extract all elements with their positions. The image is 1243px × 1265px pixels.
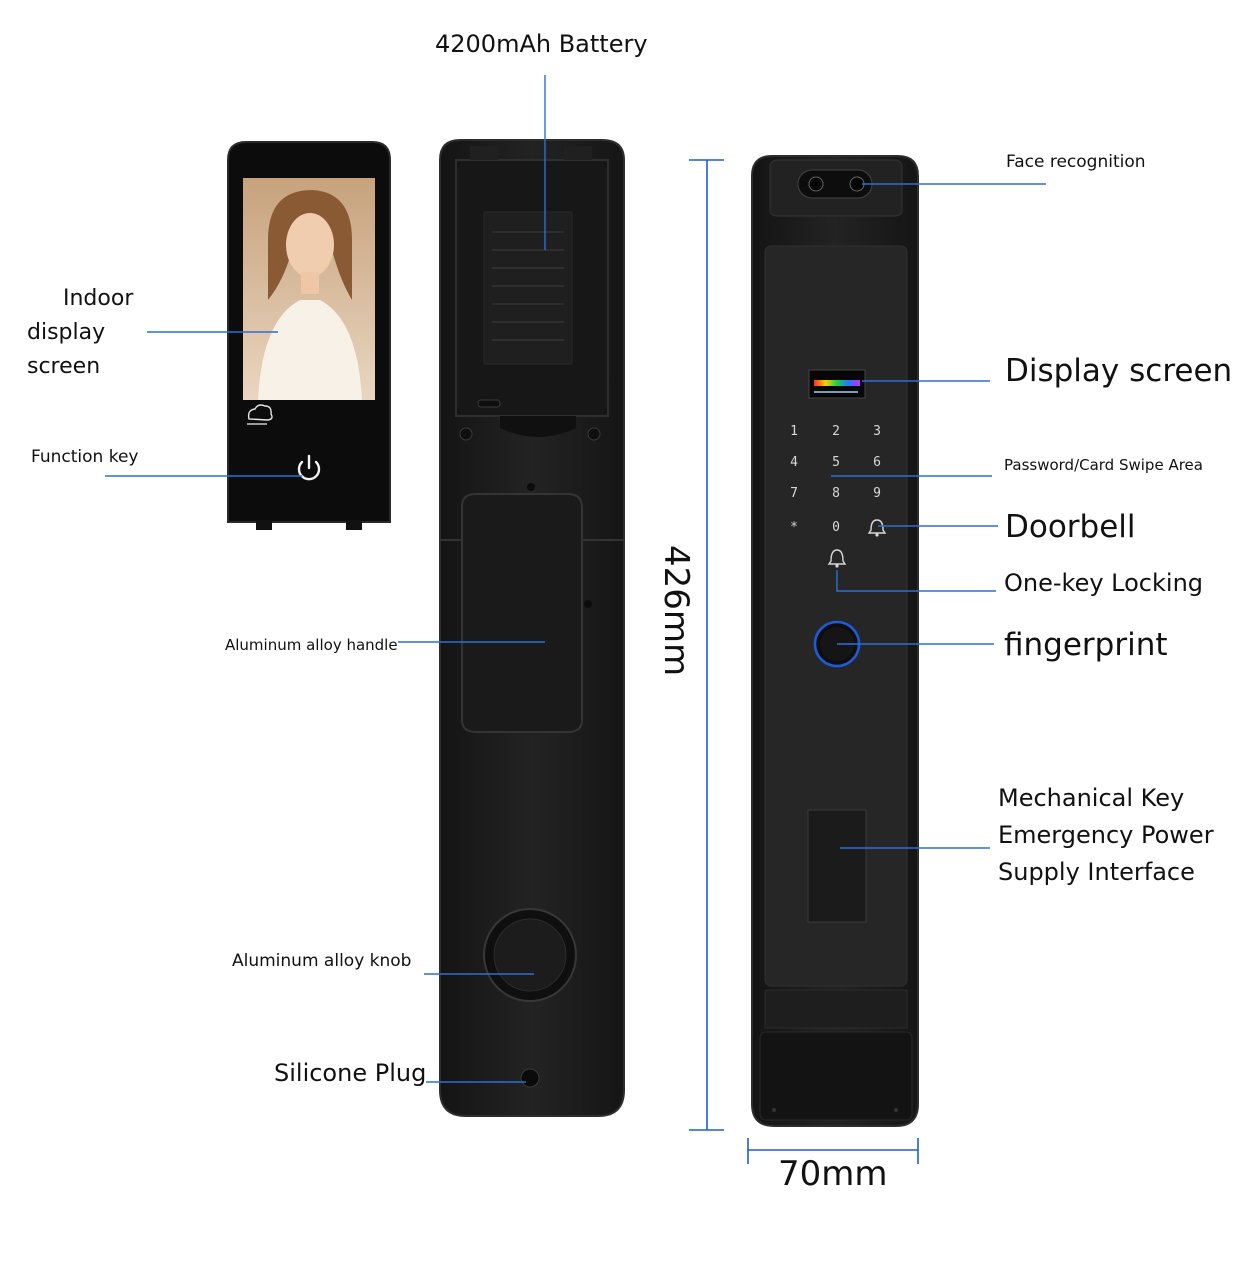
front-panel [764, 245, 908, 987]
mechanical-key-label: Mechanical Key Emergency Power Supply In… [998, 784, 1214, 886]
handle-label: Aluminum alloy handle [225, 636, 398, 654]
keypad-key[interactable]: * [790, 520, 798, 535]
doorbell-icon[interactable] [867, 519, 887, 537]
rear-lock-body [439, 139, 625, 1117]
face-recognition-label: Face recognition [1006, 152, 1146, 172]
silicone-plug [520, 1068, 540, 1088]
keypad-key[interactable]: 5 [832, 455, 840, 470]
keypad-key[interactable]: 6 [873, 455, 881, 470]
height-dimension: 426mm [656, 545, 696, 677]
keypad-key[interactable]: 1 [790, 424, 798, 439]
keypad-key[interactable]: 9 [873, 486, 881, 501]
fingerprint-label: fingerprint [1004, 627, 1168, 663]
password-area-label: Password/Card Swipe Area [1004, 456, 1203, 474]
width-dimension: 70mm [778, 1154, 888, 1194]
knob-label: Aluminum alloy knob [232, 951, 412, 971]
keypad-key[interactable]: 2 [832, 424, 840, 439]
callout-lines [105, 75, 1046, 1083]
keypad-key[interactable]: 3 [873, 424, 881, 439]
power-icon[interactable] [297, 454, 321, 481]
usb-port [477, 399, 501, 408]
keypad[interactable]: 1 2 3 4 5 6 7 8 9 * 0 [790, 424, 881, 535]
one-key-locking-label: One-key Locking [1004, 569, 1204, 597]
doorbell-label: Doorbell [1005, 509, 1136, 545]
keypad-key[interactable]: 4 [790, 455, 798, 470]
mechanical-key-cover [807, 809, 867, 923]
silicone-plug-label: Silicone Plug [274, 1059, 427, 1087]
indoor-display-unit [227, 141, 391, 530]
battery-label-sticker [483, 211, 573, 365]
function-key-label: Function key [31, 447, 139, 467]
keypad-key[interactable]: 0 [832, 520, 840, 535]
front-lock-body: 1 2 3 4 5 6 7 8 9 * 0 [751, 155, 919, 1127]
indoor-display-label: Indoor display screen [27, 286, 134, 379]
bell-icon[interactable] [827, 549, 847, 568]
weather-cloud-icon [247, 404, 273, 425]
dimension-lines [689, 159, 919, 1164]
aluminum-handle[interactable] [461, 493, 583, 733]
keypad-key[interactable]: 8 [832, 486, 840, 501]
battery-label: 4200mAh Battery [435, 30, 648, 58]
bottom-housing [759, 1031, 913, 1121]
keypad-key[interactable]: 7 [790, 486, 798, 501]
display-screen-label: Display screen [1005, 353, 1233, 389]
